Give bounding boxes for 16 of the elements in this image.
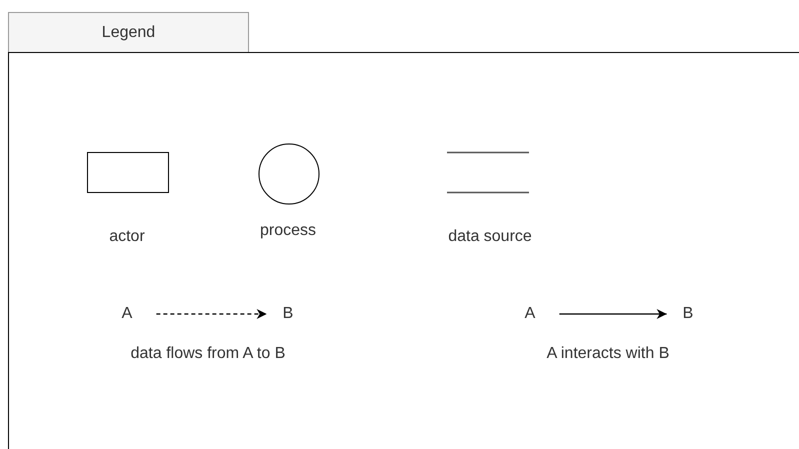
rectangle-symbol [87, 152, 169, 193]
node-label: A [122, 305, 132, 323]
legend-tab: Legend [8, 12, 249, 52]
node-label: B [282, 305, 294, 323]
shape-caption: process [260, 222, 316, 240]
parallel-lines-symbol [447, 152, 529, 193]
node-label: B [682, 305, 694, 323]
arrow [559, 309, 667, 319]
legend-frame [8, 52, 799, 449]
legend-label: data flows from A to B [130, 345, 286, 363]
circle-symbol [258, 143, 320, 205]
dashed-arrow [156, 309, 267, 319]
shape-caption: data source [448, 228, 532, 246]
node-label: A [524, 305, 536, 323]
shape-caption: actor [109, 228, 145, 246]
legend-label: A interacts with B [546, 345, 670, 363]
